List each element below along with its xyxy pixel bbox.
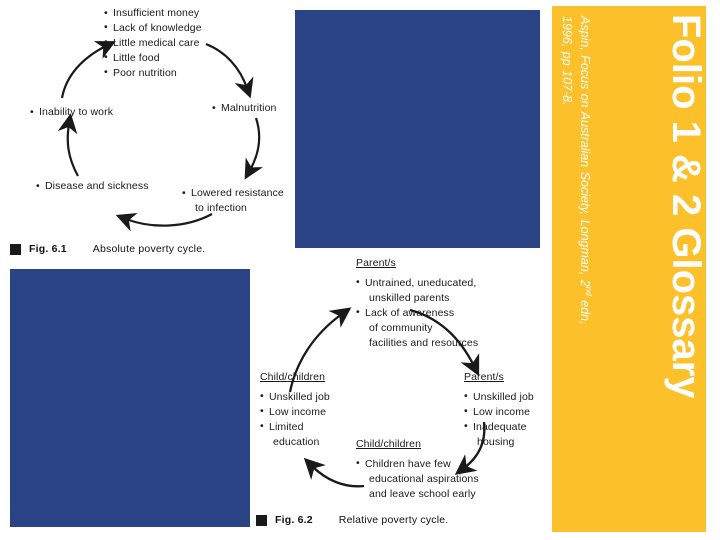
figure-6-2-caption: Fig. 6.2 Relative poverty cycle. (256, 514, 448, 526)
list-item: Children have few educational aspiration… (356, 456, 479, 502)
blue-block-bottom-left (10, 269, 250, 527)
credit-superscript: nd (584, 286, 593, 296)
list-item-text: Children have few (365, 457, 451, 470)
node-bottom-children: Child/children Children have few educati… (356, 437, 479, 502)
figure-number: Fig. 6.2 (275, 514, 313, 526)
figure-6-1: Insufficient money Lack of knowledge Lit… (0, 0, 300, 265)
list-item: Poor nutrition (104, 65, 202, 81)
list-item-continuation: education (273, 435, 320, 448)
list-item-continuation: unskilled parents (369, 291, 450, 304)
list-item: Low income (260, 404, 330, 420)
list-item: Unskilled job (260, 389, 330, 405)
blue-block-top-right (295, 10, 540, 248)
list-item: Lack of knowledge (104, 20, 202, 36)
node-lowered-resistance: Lowered resistance to infection (182, 186, 284, 216)
figure-6-2: Parent/s Untrained, uneducated, unskille… (252, 252, 552, 537)
list-item: Malnutrition (212, 101, 276, 116)
list-item: Little medical care (104, 35, 202, 51)
slide-title: Folio 1 & 2 Glossary (664, 14, 708, 399)
node-right-parents: Parent/s Unskilled job Low income Inadeq… (464, 370, 534, 450)
source-credit: Aspin, Focus on Australian Society, Long… (558, 16, 594, 536)
node-heading: Child/children (356, 438, 422, 450)
figure-title: Absolute poverty cycle. (92, 243, 206, 255)
node-inability-to-work: Inability to work (30, 105, 113, 120)
list-item-text: Lack of awareness (365, 306, 455, 319)
figure-title: Relative poverty cycle. (338, 514, 449, 526)
credit-line-1: Aspin, Focus on Australian Society, Long… (577, 16, 592, 287)
yellow-sidebar: Folio 1 & 2 Glossary Aspin, Focus on Aus… (552, 6, 708, 532)
figure-6-1-caption: Fig. 6.1 Absolute poverty cycle. (10, 243, 205, 255)
list-item-text: Limited (269, 420, 304, 433)
list-item: Limited education (260, 419, 330, 450)
list-item-continuation: to infection (195, 201, 247, 214)
credit-line-2: 1996, pp 107-8. (559, 16, 574, 106)
list-item-text: Lowered resistance (191, 187, 284, 199)
node-top-absolute: Insufficient money Lack of knowledge Lit… (104, 6, 202, 81)
list-item: Inability to work (30, 105, 113, 120)
list-item: Unskilled job (464, 389, 534, 405)
list-item: Untrained, uneducated, unskilled parents (356, 275, 478, 306)
node-disease-and-sickness: Disease and sickness (36, 179, 149, 194)
list-item-text: Inadequate (473, 420, 527, 433)
list-item: Little food (104, 50, 202, 66)
list-item-continuation: housing (477, 435, 515, 448)
node-heading: Parent/s (356, 257, 396, 269)
list-item: Low income (464, 404, 534, 420)
list-item: Lowered resistance to infection (182, 186, 284, 216)
node-right-malnutrition: Malnutrition (212, 101, 276, 116)
list-item-continuation: facilities and resources (369, 336, 479, 349)
node-heading: Parent/s (464, 371, 504, 383)
list-item: Inadequate housing (464, 419, 534, 450)
credit-line-1-end: edn, (577, 295, 592, 325)
list-item-continuation: educational aspirations (369, 472, 479, 485)
square-marker-icon (10, 243, 21, 255)
list-item: Lack of awareness of community facilitie… (356, 305, 479, 351)
figure-number: Fig. 6.1 (29, 243, 67, 255)
node-left-children: Child/children Unskilled job Low income … (260, 370, 330, 450)
node-heading: Child/children (260, 371, 326, 383)
list-item: Disease and sickness (36, 179, 149, 194)
list-item-continuation: and leave school early (369, 487, 476, 500)
list-item: Insufficient money (104, 6, 202, 21)
list-item-text: Untrained, uneducated, (365, 276, 477, 289)
square-marker-icon (256, 514, 267, 526)
list-item-continuation: of community (369, 321, 433, 334)
node-top-parents: Parent/s Untrained, uneducated, unskille… (356, 256, 478, 350)
absolute-poverty-cycle-arrows (57, 41, 263, 232)
